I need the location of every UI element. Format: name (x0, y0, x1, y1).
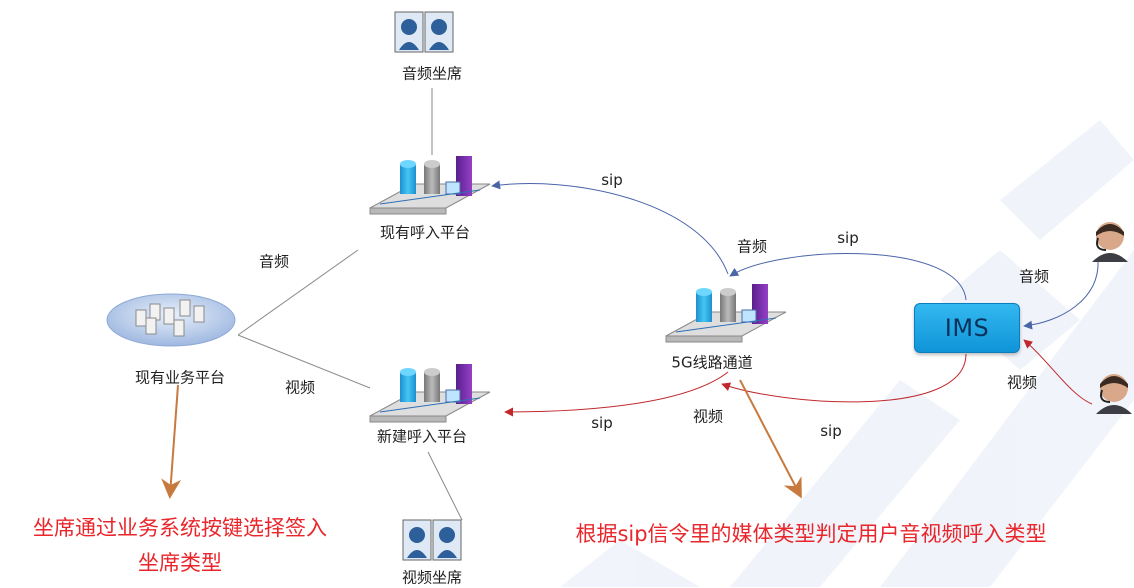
existing-platform-icon (369, 156, 491, 215)
note-agent-select-line2: 坐席类型 (138, 551, 222, 575)
ims-label: IMS (944, 314, 990, 342)
note-media-type-rule: 根据sip信令里的媒体类型判定用户音视频呼入类型 (575, 522, 1047, 546)
note-arrow-media (739, 379, 802, 499)
video-agents-label: 视频坐席 (401, 568, 463, 587)
edge-business-new (237, 334, 371, 389)
edge-label-video-5g: 视频 (692, 407, 724, 426)
new-platform-icon (369, 364, 491, 423)
edge-label-audio-user: 音频 (1018, 267, 1050, 286)
watermark (560, 120, 1134, 587)
arrow-user-to-ims-video (1023, 339, 1093, 405)
arrow-user-to-ims-audio (1023, 259, 1099, 330)
audio-user-icon (1092, 222, 1128, 262)
edge-business-existing (237, 249, 359, 336)
note-agent-select-line1: 坐席通过业务系统按键选择签入 (33, 516, 327, 540)
edge-label-video-new: 视频 (284, 378, 316, 397)
arrow-ims-to-5g-audio (729, 252, 967, 301)
video-agents-icon (402, 519, 462, 561)
arrow-5g-to-existing (491, 180, 729, 275)
edge-label-sip-ims-audio: sip (837, 229, 859, 247)
edge-label-audio-5g: 音频 (736, 237, 768, 256)
video-user-icon (1096, 374, 1132, 414)
channel-5g-icon (665, 284, 787, 343)
edge-label-video-user: 视频 (1006, 373, 1038, 392)
edge-label-sip-bottom: sip (591, 414, 613, 432)
edge-label-sip-top: sip (601, 171, 623, 189)
edge-label-sip-ims-video: sip (820, 422, 842, 440)
audio-agents-label: 音频坐席 (401, 64, 463, 83)
new-platform-label: 新建呼入平台 (376, 427, 468, 446)
edge-video-agents (427, 451, 463, 521)
business-platform-icon (106, 293, 236, 347)
business-platform-label: 现有业务平台 (134, 368, 226, 387)
channel-5g-label: 5G线路通道 (671, 353, 753, 372)
existing-platform-label: 现有呼入平台 (379, 223, 471, 242)
arrow-5g-to-new (504, 371, 729, 417)
edge-label-audio-existing: 音频 (258, 252, 290, 271)
audio-agents-icon (394, 11, 454, 53)
note-arrow-agent (161, 384, 182, 499)
arrow-ims-to-5g-video (721, 353, 967, 403)
ims-node: IMS (914, 303, 1020, 353)
